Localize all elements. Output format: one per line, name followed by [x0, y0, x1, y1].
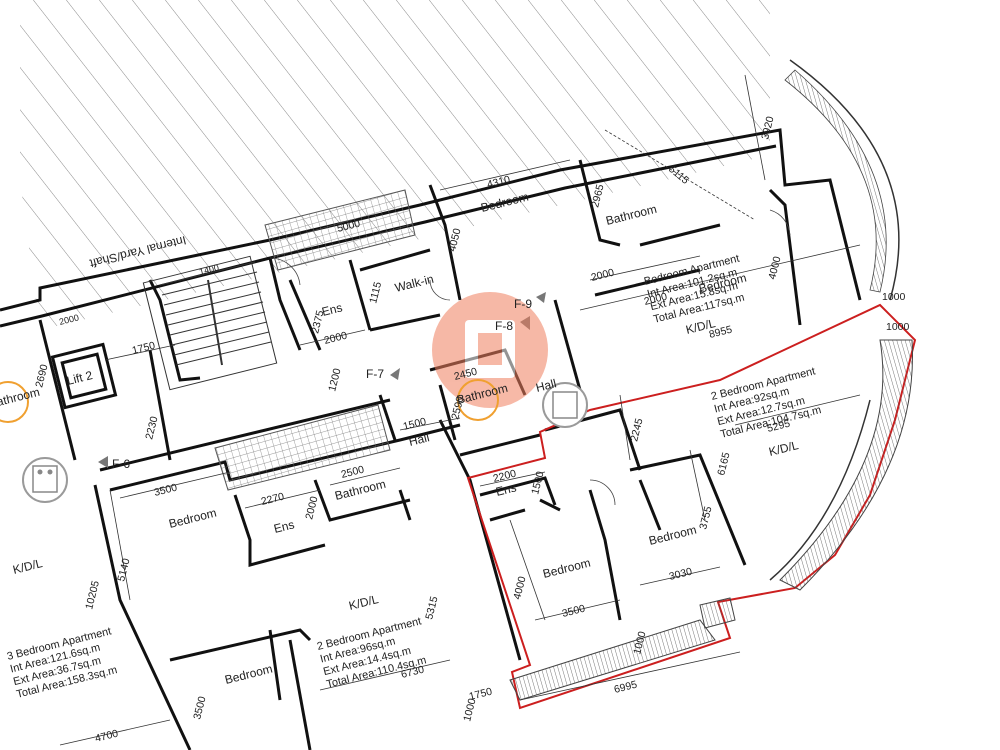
- svg-text:1750: 1750: [131, 340, 157, 357]
- svg-text:2245: 2245: [628, 417, 645, 443]
- svg-text:2000: 2000: [303, 495, 320, 521]
- dimension-labels: 5000 4310 2965 3920 5115 4050 2000 2000 …: [33, 115, 909, 745]
- svg-text:4700: 4700: [94, 728, 120, 745]
- svg-text:1750: 1750: [468, 686, 494, 703]
- svg-text:6995: 6995: [613, 679, 639, 696]
- balcony-lower-curve: [779, 339, 913, 591]
- svg-text:10205: 10205: [83, 579, 102, 610]
- svg-text:6730: 6730: [400, 664, 426, 681]
- svg-text:5140: 5140: [115, 557, 132, 583]
- svg-text:2690: 2690: [33, 363, 50, 389]
- room-kdl-left: K/D/L: [11, 556, 44, 577]
- apartment-info-left: 3 Bedroom Apartment Int Area:121.6sq.m E…: [6, 625, 119, 700]
- svg-text:3920: 3920: [759, 115, 776, 141]
- stairs: [142, 255, 278, 391]
- svg-text:8955: 8955: [708, 324, 734, 341]
- flat-f9: F-9: [514, 297, 532, 311]
- apartment-info-top-right: Bedroom Apartment Int Area:101.2sq.m Ext…: [643, 253, 746, 326]
- svg-text:2000: 2000: [590, 267, 616, 284]
- svg-text:2200: 2200: [492, 468, 518, 485]
- svg-text:3755: 3755: [697, 505, 714, 531]
- room-hall-right: Hall: [534, 376, 557, 395]
- planter-hatch-mid: [214, 404, 391, 491]
- svg-text:6165: 6165: [715, 451, 732, 477]
- svg-text:2000: 2000: [58, 312, 80, 327]
- door-swings: [269, 209, 791, 506]
- svg-text:2270: 2270: [260, 491, 286, 508]
- svg-text:4000: 4000: [766, 255, 783, 281]
- svg-text:2500: 2500: [340, 464, 366, 481]
- svg-text:1000: 1000: [631, 630, 648, 656]
- svg-text:2000: 2000: [323, 330, 349, 347]
- access-icon-right: [542, 382, 588, 428]
- svg-text:2375: 2375: [309, 309, 326, 335]
- svg-text:5000: 5000: [336, 218, 362, 235]
- room-bedroom-right2: Bedroom: [647, 523, 698, 548]
- flat-f6: F-6: [112, 457, 130, 471]
- svg-text:1000: 1000: [886, 321, 910, 333]
- svg-text:2450: 2450: [453, 366, 479, 383]
- dimension-lines: [59, 74, 861, 746]
- room-bedroom-bottom: Bedroom: [223, 662, 274, 687]
- bottom-balcony-hatch: [509, 619, 716, 701]
- svg-text:3500: 3500: [561, 603, 587, 620]
- orange-marker-left: [0, 381, 29, 423]
- room-bedroom-left: Bedroom: [167, 506, 218, 531]
- room-bathroom-lower: Bathroom: [333, 477, 387, 503]
- room-bathroom-left: Bathroom: [0, 385, 41, 411]
- svg-text:1400: 1400: [198, 262, 220, 277]
- apartment-info-center: 2 Bedroom Apartment Int Area:96sq.m Ext …: [316, 615, 428, 690]
- lift-access-icon: [22, 457, 68, 503]
- planter-hatch-top: [264, 189, 416, 271]
- svg-text:1200: 1200: [326, 367, 343, 393]
- svg-text:1500: 1500: [529, 470, 546, 496]
- svg-text:4310: 4310: [486, 174, 512, 191]
- room-hall-mid: Hall: [407, 430, 430, 449]
- svg-text:5295: 5295: [766, 418, 792, 435]
- svg-text:2965: 2965: [589, 183, 606, 209]
- svg-text:2000: 2000: [643, 291, 669, 308]
- room-ens-right: Ens: [494, 480, 517, 499]
- svg-text:3500: 3500: [191, 695, 208, 721]
- room-kdl-right: K/D/L: [767, 438, 800, 459]
- svg-text:3030: 3030: [668, 566, 694, 583]
- svg-text:2590: 2590: [449, 395, 466, 421]
- svg-text:1500: 1500: [402, 416, 428, 433]
- svg-text:1000: 1000: [882, 291, 906, 303]
- flat-f8: F-8: [495, 319, 513, 333]
- svg-text:1000: 1000: [461, 697, 478, 723]
- room-ens-top: Ens: [320, 300, 343, 319]
- svg-text:4000: 4000: [511, 575, 528, 601]
- internal-yard-hatch: [20, 0, 770, 330]
- orange-marker-mid: [457, 379, 499, 421]
- brand-logo-watermark: [432, 292, 548, 408]
- svg-text:5315: 5315: [423, 595, 440, 621]
- flat-f7: F-7: [366, 367, 384, 381]
- room-kdl-center: K/D/L: [347, 592, 380, 613]
- balcony-curve-outer: [789, 59, 900, 301]
- svg-text:4050: 4050: [446, 227, 463, 253]
- room-lift: Lift 2: [65, 368, 94, 388]
- room-bedroom-right1: Bedroom: [541, 556, 592, 581]
- svg-text:1115: 1115: [367, 281, 384, 305]
- room-ens-mid: Ens: [272, 517, 295, 536]
- svg-text:2230: 2230: [143, 415, 160, 441]
- room-walk-in: Walk-in: [393, 272, 435, 295]
- room-bathroom-top: Bathroom: [604, 202, 658, 228]
- svg-text:3500: 3500: [153, 482, 179, 499]
